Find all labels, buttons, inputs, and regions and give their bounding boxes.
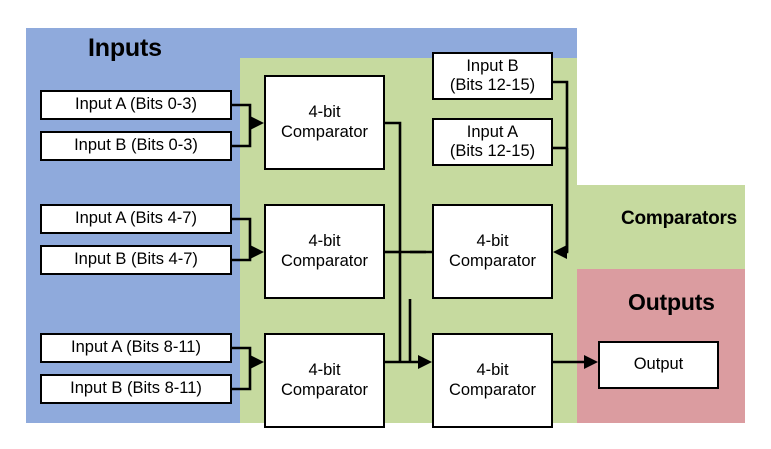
region-comparators-right xyxy=(577,185,745,269)
comparator-label-line2: Comparator xyxy=(448,380,537,399)
input-box-a-bits-4-7[interactable]: Input A (Bits 4-7) xyxy=(40,204,232,234)
input-label: Input B (Bits 4-7) xyxy=(74,250,198,269)
comparator-block-3[interactable]: 4-bit Comparator xyxy=(264,333,385,428)
input-label: Input A (Bits 8-11) xyxy=(71,338,201,357)
input-label-line1: Input B xyxy=(466,56,519,75)
comparator-label-line1: 4-bit xyxy=(476,232,509,251)
region-title-outputs: Outputs xyxy=(628,289,715,315)
comparator-label-line1: 4-bit xyxy=(476,361,509,380)
comparator-label-line2: Comparator xyxy=(280,122,369,141)
input-box-b-bits-0-3[interactable]: Input B (Bits 0-3) xyxy=(40,131,232,161)
input-label: Input A (Bits 0-3) xyxy=(75,95,197,114)
input-box-a-bits-0-3[interactable]: Input A (Bits 0-3) xyxy=(40,90,232,120)
comparator-label-line2: Comparator xyxy=(280,380,369,399)
output-box[interactable]: Output xyxy=(598,341,719,389)
input-label-line2: (Bits 12-15) xyxy=(449,142,536,160)
input-label: Input B (Bits 8-11) xyxy=(70,379,202,398)
region-title-inputs: Inputs xyxy=(88,34,162,62)
comparator-label-line1: 4-bit xyxy=(308,232,341,251)
input-box-b-bits-8-11[interactable]: Input B (Bits 8-11) xyxy=(40,374,232,404)
region-title-comparators: Comparators xyxy=(621,208,738,229)
comparator-label-line2: Comparator xyxy=(280,251,369,270)
input-box-b-bits-12-15[interactable]: Input B (Bits 12-15) xyxy=(432,52,553,100)
input-label: Input A (Bits 4-7) xyxy=(75,209,197,228)
output-label: Output xyxy=(633,355,684,374)
comparator-block-5[interactable]: 4-bit Comparator xyxy=(432,333,553,428)
input-box-b-bits-4-7[interactable]: Input B (Bits 4-7) xyxy=(40,245,232,275)
input-box-a-bits-12-15[interactable]: Input A (Bits 12-15) xyxy=(432,118,553,166)
comparator-block-2[interactable]: 4-bit Comparator xyxy=(264,204,385,299)
comparator-label-line2: Comparator xyxy=(448,251,537,270)
input-label-line1: Input A xyxy=(466,122,519,141)
input-label: Input B (Bits 0-3) xyxy=(74,136,198,155)
comparator-label-line1: 4-bit xyxy=(308,103,341,122)
input-label-line2: (Bits 12-15) xyxy=(449,76,536,94)
comparator-block-1[interactable]: 4-bit Comparator xyxy=(264,75,385,170)
comparator-block-4[interactable]: 4-bit Comparator xyxy=(432,204,553,299)
input-box-a-bits-8-11[interactable]: Input A (Bits 8-11) xyxy=(40,333,232,363)
comparator-label-line1: 4-bit xyxy=(308,361,341,380)
